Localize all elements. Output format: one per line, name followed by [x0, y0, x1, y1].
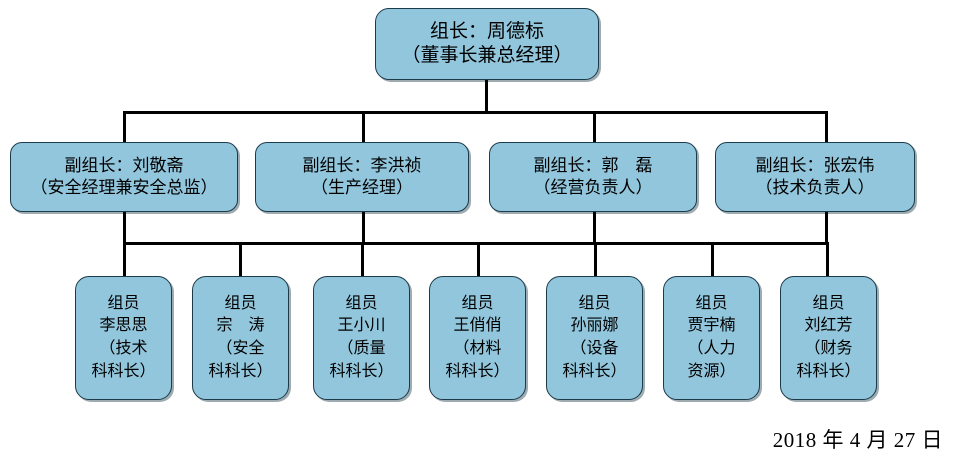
- member-dept-line2: 科科长）: [796, 362, 861, 380]
- member-name: 王小川: [337, 317, 386, 335]
- node-subtitle: （董事长兼总经理）: [401, 45, 573, 66]
- member-role: 组员: [812, 294, 845, 312]
- connector-leader-drop-2: [362, 111, 365, 143]
- member-dept-line2: 科科长）: [329, 362, 394, 380]
- footer-date: 2018 年 4 月 27 日: [772, 428, 943, 452]
- connector-member-drop-3: [361, 242, 364, 277]
- node-title: 副组长：李洪祯: [302, 156, 422, 176]
- member-name: 刘红芳: [804, 317, 853, 335]
- member-role: 组员: [224, 294, 257, 312]
- member-role: 组员: [107, 294, 140, 312]
- node-member-4[interactable]: 组员 王俏俏 （材料 科科长）: [429, 276, 526, 400]
- node-title: 副组长：郭 磊: [533, 156, 653, 176]
- node-deputy-leader-3[interactable]: 副组长：郭 磊 （经营负责人）: [489, 142, 697, 212]
- node-deputy-leader-4[interactable]: 副组长：张宏伟 （技术负责人）: [715, 142, 915, 212]
- node-subtitle: （技术负责人）: [755, 178, 875, 197]
- node-title: 副组长：张宏伟: [755, 156, 875, 176]
- member-dept-line2: 科科长）: [208, 362, 273, 380]
- member-name: 孙丽娜: [570, 317, 619, 335]
- connector-leader-stem-3: [593, 212, 596, 245]
- node-member-5[interactable]: 组员 孙丽娜 （设备 科科长）: [546, 276, 643, 400]
- connector-leader-bus: [123, 111, 828, 114]
- member-role: 组员: [461, 294, 494, 312]
- member-dept-line1: （技术: [99, 340, 148, 357]
- connector-leader-stem-4: [825, 212, 828, 245]
- connector-member-drop-4: [477, 242, 480, 277]
- connector-member-drop-5: [594, 242, 597, 277]
- member-dept-line2: 科科长）: [562, 362, 627, 380]
- connector-leader-drop-3: [593, 111, 596, 143]
- connector-leader-drop-4: [825, 111, 828, 143]
- member-dept-line1: （质量: [337, 340, 386, 357]
- node-deputy-leader-1[interactable]: 副组长：刘敬斋 （安全经理兼安全总监）: [10, 142, 238, 212]
- member-name: 宗 涛: [216, 317, 265, 335]
- connector-member-drop-7: [826, 242, 829, 277]
- connector-member-drop-6: [711, 242, 714, 277]
- node-member-1[interactable]: 组员 李思思 （技术 科科长）: [75, 276, 172, 400]
- node-subtitle: （安全经理兼安全总监）: [30, 178, 218, 197]
- node-member-6[interactable]: 组员 贾宇楠 （人力 资源）: [663, 276, 760, 400]
- member-name: 贾宇楠: [687, 317, 736, 335]
- node-subtitle: （经营负责人）: [533, 178, 653, 197]
- node-title: 组长：周德标: [429, 20, 544, 42]
- connector-member-drop-2: [239, 242, 242, 277]
- connector-leader-drop-1: [123, 111, 126, 143]
- node-member-7[interactable]: 组员 刘红芳 （财务 科科长）: [780, 276, 877, 400]
- connector-leader-stem-1: [123, 212, 126, 245]
- node-group-leader[interactable]: 组长：周德标 （董事长兼总经理）: [375, 8, 599, 80]
- node-member-2[interactable]: 组员 宗 涛 （安全 科科长）: [192, 276, 289, 400]
- member-dept-line2: 资源）: [687, 362, 736, 380]
- node-deputy-leader-2[interactable]: 副组长：李洪祯 （生产经理）: [255, 142, 469, 212]
- connector-member-drop-1: [123, 242, 126, 277]
- node-member-3[interactable]: 组员 王小川 （质量 科科长）: [313, 276, 410, 400]
- member-role: 组员: [345, 294, 378, 312]
- member-dept-line1: （人力: [687, 340, 736, 357]
- member-dept-line1: （材料: [453, 340, 502, 357]
- member-role: 组员: [578, 294, 611, 312]
- member-name: 李思思: [99, 317, 148, 335]
- member-role: 组员: [695, 294, 728, 312]
- connector-leader-stem-2: [362, 212, 365, 245]
- node-title: 副组长：刘敬斋: [64, 156, 184, 176]
- member-dept-line2: 科科长）: [445, 362, 510, 380]
- connector-root-stem: [485, 80, 488, 113]
- member-dept-line1: （设备: [570, 340, 619, 357]
- member-dept-line1: （财务: [804, 340, 853, 357]
- connector-member-bus: [123, 242, 828, 245]
- member-dept-line2: 科科长）: [91, 362, 156, 380]
- node-subtitle: （生产经理）: [311, 178, 413, 197]
- member-dept-line1: （安全: [216, 340, 265, 357]
- member-name: 王俏俏: [453, 317, 502, 335]
